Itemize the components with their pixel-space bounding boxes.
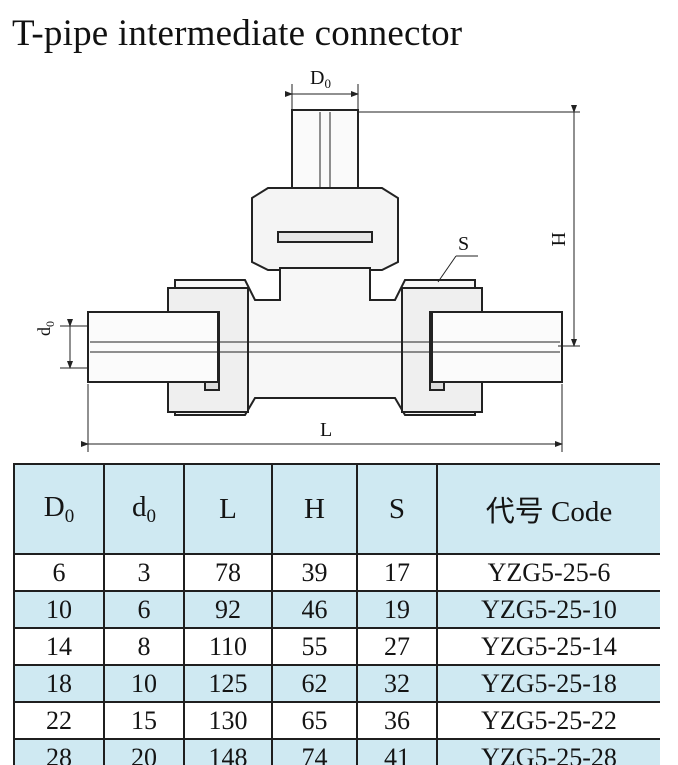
dim-label-L: L [320,419,332,441]
spec-table: D0 d0 L H S 代号 Code 6 3 78 39 17 YZG5-25… [13,463,660,765]
table-cell: 17 [356,553,438,592]
header-code: 代号 Code [436,463,660,555]
table-cell: 19 [356,590,438,629]
page-title: T-pipe intermediate connector [12,13,463,54]
header-d0-inner: d0 [103,463,185,555]
left-tube [87,311,219,383]
table-cell: 20 [103,738,185,765]
table-cell: 22 [13,701,105,740]
table-cell: YZG5-25-14 [436,627,660,666]
table-cell: 41 [356,738,438,765]
table-cell: 55 [271,627,358,666]
table-cell: 78 [183,553,273,592]
table-row: 6 3 78 39 17 YZG5-25-6 [13,553,660,592]
table-cell: YZG5-25-18 [436,664,660,703]
table-cell: 39 [271,553,358,592]
table-header-row: D0 d0 L H S 代号 Code [13,463,660,555]
table-row: 10 6 92 46 19 YZG5-25-10 [13,590,660,629]
table-cell: 3 [103,553,185,592]
table-cell: 10 [13,590,105,629]
header-l: L [183,463,273,555]
table-cell: 92 [183,590,273,629]
vertical-nut [251,187,399,271]
table-cell: YZG5-25-10 [436,590,660,629]
technical-drawing: D0 H S d0 L [0,62,678,464]
table-cell: YZG5-25-6 [436,553,660,592]
table-cell: 46 [271,590,358,629]
table-cell: 6 [103,590,185,629]
table-cell: 14 [13,627,105,666]
table-cell: 32 [356,664,438,703]
header-h: H [271,463,358,555]
table-cell: 62 [271,664,358,703]
table-cell: 65 [271,701,358,740]
table-cell: 27 [356,627,438,666]
table-row: 14 8 110 55 27 YZG5-25-14 [13,627,660,666]
dim-label-d0: d0 [34,321,57,336]
table-cell: 36 [356,701,438,740]
table-cell: YZG5-25-28 [436,738,660,765]
spec-table-container: D0 d0 L H S 代号 Code 6 3 78 39 17 YZG5-25… [13,463,660,765]
table-cell: 130 [183,701,273,740]
table-cell: 10 [103,664,185,703]
table-cell: 18 [13,664,105,703]
table-cell: 110 [183,627,273,666]
dim-label-H: H [547,232,569,246]
header-d0-outer: D0 [13,463,105,555]
table-row: 22 15 130 65 36 YZG5-25-22 [13,701,660,740]
table-cell: 6 [13,553,105,592]
table-cell: 125 [183,664,273,703]
table-cell: 28 [13,738,105,765]
cropped-heading-strip [0,0,460,14]
right-tube [431,311,563,383]
table-row: 18 10 125 62 32 YZG5-25-18 [13,664,660,703]
dim-label-S: S [458,233,469,255]
table-cell: 15 [103,701,185,740]
table-cell: 8 [103,627,185,666]
header-s: S [356,463,438,555]
table-cell: 74 [271,738,358,765]
dim-label-D0: D0 [310,67,331,91]
table-cell: YZG5-25-22 [436,701,660,740]
table-row: 28 20 148 74 41 YZG5-25-28 [13,738,660,765]
table-cell: 148 [183,738,273,765]
